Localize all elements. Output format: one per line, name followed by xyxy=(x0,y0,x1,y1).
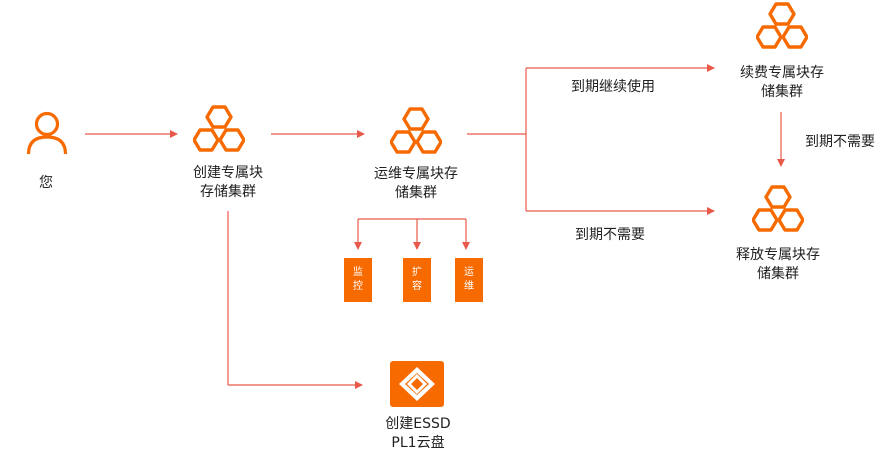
hexagon-cluster-icon xyxy=(751,185,805,239)
create-disk-label: 创建ESSD PL1云盘 xyxy=(366,415,470,453)
hexagon-cluster-icon xyxy=(755,2,809,56)
create-disk-line2: PL1云盘 xyxy=(391,435,445,451)
create-disk-line1: 创建ESSD xyxy=(385,416,451,432)
expand-box: 扩 容 xyxy=(403,258,431,302)
operate-cluster-line1: 运维专属块存 xyxy=(374,166,458,182)
monitor-box: 监 控 xyxy=(344,258,372,302)
edge-label-continue-use: 到期继续使用 xyxy=(571,79,655,95)
create-cluster-line1: 创建专属块 xyxy=(193,165,263,181)
release-cluster-line1: 释放专属块存 xyxy=(736,247,820,263)
you-label: 您 xyxy=(39,175,53,191)
edge-label-not-needed-bottom: 到期不需要 xyxy=(575,227,645,243)
create-cluster-line2: 存储集群 xyxy=(200,184,256,200)
maintain-box: 运 维 xyxy=(455,258,483,302)
release-cluster-line2: 储集群 xyxy=(757,266,799,282)
cloud-disk-icon xyxy=(389,360,445,412)
hexagon-cluster-icon xyxy=(389,107,443,161)
release-cluster-label: 释放专属块存 储集群 xyxy=(722,246,834,284)
renew-cluster-line1: 续费专属块存 xyxy=(740,65,824,81)
renew-cluster-line2: 储集群 xyxy=(761,84,803,100)
user-icon xyxy=(26,110,68,160)
operate-cluster-line2: 储集群 xyxy=(395,185,437,201)
edge-label-not-needed-right: 到期不需要 xyxy=(805,134,875,150)
hexagon-cluster-icon xyxy=(192,105,246,159)
create-cluster-label: 创建专属块 存储集群 xyxy=(176,164,280,202)
renew-cluster-label: 续费专属块存 储集群 xyxy=(726,64,838,102)
operate-cluster-label: 运维专属块存 储集群 xyxy=(360,165,472,203)
